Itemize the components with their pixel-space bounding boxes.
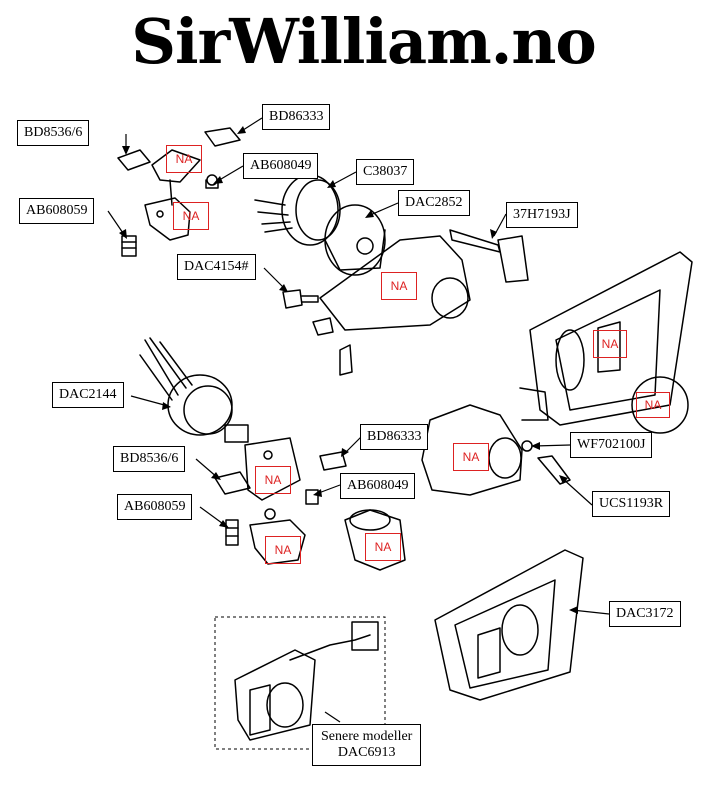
part-label-dac3172: DAC3172 (609, 601, 681, 627)
key-part (449, 229, 529, 283)
na-marker: NA (636, 392, 670, 418)
later-models-frame (214, 616, 386, 750)
illumination-ring-part (254, 174, 341, 246)
part-label-bd8536-mid: BD8536/6 (113, 446, 186, 472)
bolt-part (282, 289, 319, 309)
site-title: SirWilliam.no (131, 5, 597, 78)
part-label-ab608049-top: AB608049 (243, 153, 319, 179)
part-label-bd86333-top: BD86333 (262, 104, 331, 130)
na-marker: NA (453, 443, 489, 471)
na-marker: NA (381, 272, 417, 300)
lock-housing-part (421, 404, 571, 496)
part-label-later-models: Senere modeller DAC6913 (312, 724, 422, 766)
part-label-bd8536-top: BD8536/6 (17, 120, 90, 146)
bracket-top-part (117, 127, 241, 257)
part-label-dac4154: DAC4154# (177, 254, 256, 280)
lighting-switch-part (139, 337, 249, 443)
later-models-line2: DAC6913 (337, 745, 396, 760)
na-marker: NA (166, 145, 202, 173)
part-label-37h7193j: 37H7193J (506, 202, 578, 228)
na-marker: NA (365, 533, 401, 561)
part-label-c38037: C38037 (356, 159, 415, 185)
na-marker: NA (265, 536, 301, 564)
knob-part (344, 509, 406, 571)
part-label-dac2144: DAC2144 (52, 382, 124, 408)
later-models-line1: Senere modeller (321, 729, 413, 744)
na-marker: NA (593, 330, 627, 358)
ignition-switch-part (324, 204, 386, 276)
part-label-ab608049-mid: AB608049 (340, 473, 416, 499)
na-marker: NA (255, 466, 291, 494)
part-label-bd86333-mid: BD86333 (360, 424, 429, 450)
part-label-dac2852: DAC2852 (398, 190, 470, 216)
later-model-part (234, 621, 379, 741)
steering-lock-part (312, 235, 471, 376)
leader-arrows (119, 126, 578, 614)
bracket-mid-part (214, 437, 347, 565)
dash-panel-part (434, 549, 584, 701)
part-label-ab608059-mid: AB608059 (117, 494, 193, 520)
part-label-wf702100j: WF702100J (570, 432, 653, 458)
part-label-ab608059-top: AB608059 (19, 198, 95, 224)
part-label-ucs1193r: UCS1193R (592, 491, 671, 517)
na-marker: NA (173, 202, 209, 230)
